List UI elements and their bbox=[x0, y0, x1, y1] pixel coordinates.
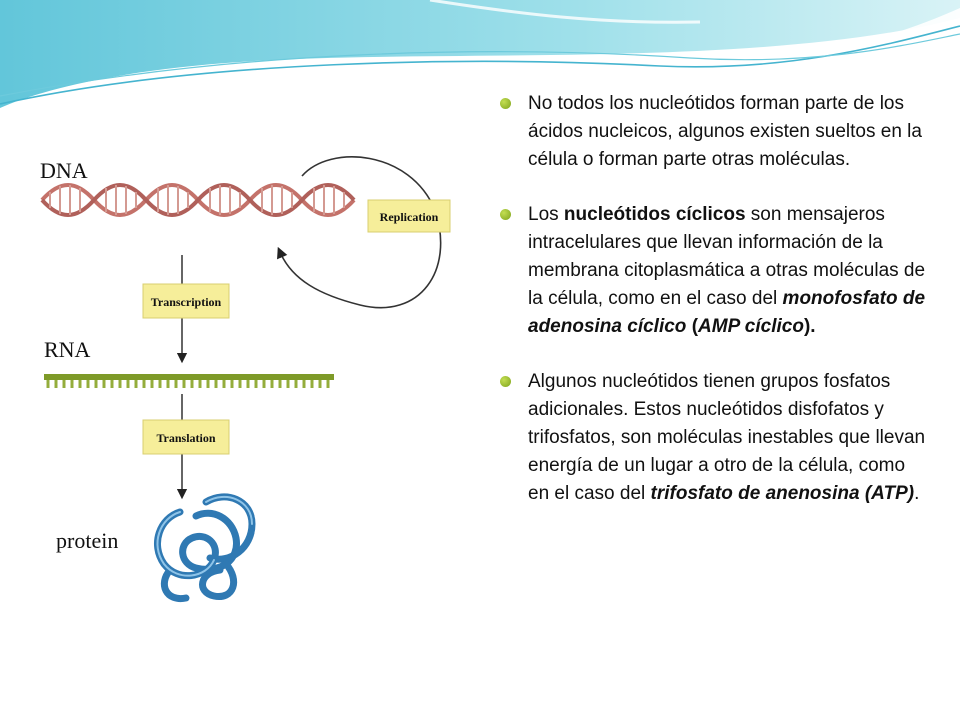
dna-base-pairs bbox=[49, 185, 345, 215]
replication-loop-arrow bbox=[277, 156, 442, 309]
bullet-2-bold-term: nucleótidos cíclicos bbox=[563, 204, 746, 225]
dna-label: DNA bbox=[40, 158, 88, 183]
transcription-label: Transcription bbox=[151, 295, 222, 309]
rna-bases bbox=[46, 380, 330, 388]
bullet-3-pre: Algunos nucleótidos tienen grupos fosfat… bbox=[528, 371, 926, 504]
header-wave-band bbox=[0, 0, 960, 108]
central-dogma-diagram: DNA bbox=[40, 156, 451, 603]
central-dogma-figure: DNA bbox=[30, 140, 470, 610]
bullet-2-abbreviation: AMP cíclico bbox=[698, 316, 804, 337]
bullet-2-mid: son mensajeros intracelulares que llevan… bbox=[528, 204, 926, 309]
bullet-1-text: No todos los nucleótidos forman parte de… bbox=[528, 93, 922, 170]
header-wave-line-1 bbox=[0, 25, 960, 105]
dna-helix bbox=[40, 183, 356, 217]
header-wave-line-2 bbox=[0, 33, 960, 97]
rna-strand bbox=[44, 374, 334, 388]
bullet-dot-icon bbox=[500, 209, 511, 220]
replication-box bbox=[367, 199, 451, 233]
bullet-2-bold-italic-term: monofosfato de adenosina cíclico bbox=[528, 288, 926, 337]
dna-strand-2 bbox=[40, 183, 356, 217]
rna-label: RNA bbox=[44, 337, 91, 362]
bullet-item-3: Algunos nucleótidos tienen grupos fosfat… bbox=[496, 368, 926, 508]
bullet-dot-icon bbox=[500, 376, 511, 387]
protein-structure-highlight bbox=[156, 496, 253, 577]
translation-label: Translation bbox=[156, 431, 215, 445]
header-wave-decoration bbox=[0, 0, 960, 120]
rna-backbone bbox=[44, 374, 334, 380]
bullet-3-bold-italic-term: trifosfato de anenosina (ATP) bbox=[650, 483, 915, 504]
bullet-2-close: ). bbox=[803, 316, 816, 337]
bullet-2-open-paren: ( bbox=[691, 316, 699, 337]
replication-label: Replication bbox=[380, 210, 439, 224]
protein-label: protein bbox=[56, 528, 118, 553]
bullet-dot-icon bbox=[500, 98, 511, 109]
header-wave-line-3 bbox=[429, 0, 701, 24]
bullet-3-close: . bbox=[914, 483, 920, 504]
transcription-box bbox=[142, 283, 230, 319]
protein-structure bbox=[153, 493, 256, 603]
bullet-list: No todos los nucleótidos forman parte de… bbox=[496, 90, 926, 535]
bullet-item-1: No todos los nucleótidos forman parte de… bbox=[496, 90, 926, 174]
bullet-2-pre: Los bbox=[528, 204, 564, 225]
bullet-item-2: Los nucleótidos cíclicos son mensajeros … bbox=[496, 201, 926, 341]
translation-box bbox=[142, 419, 230, 455]
